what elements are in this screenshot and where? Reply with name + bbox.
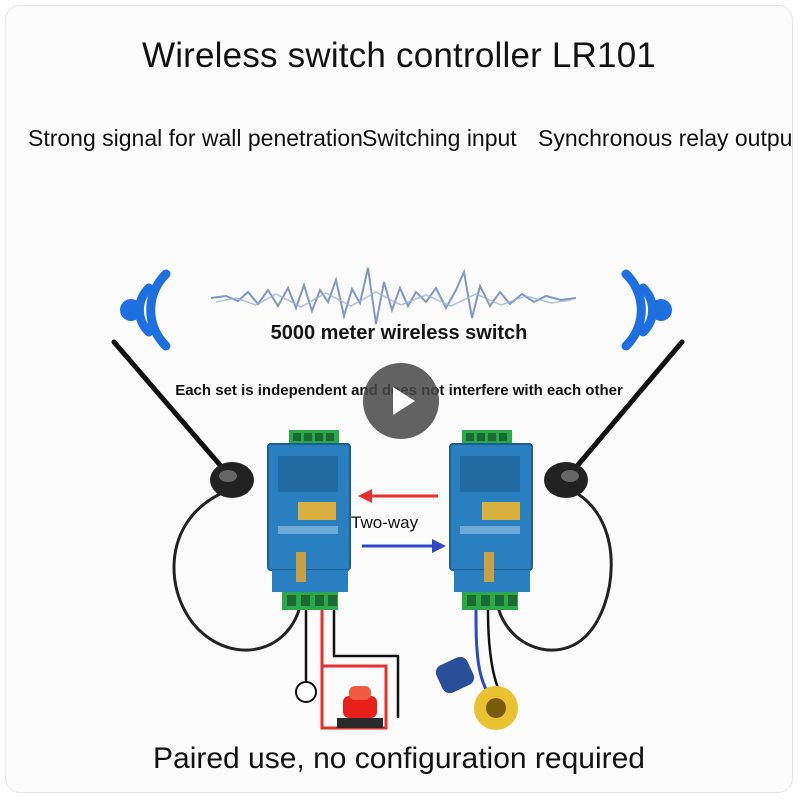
arrow-left-to-right	[362, 539, 446, 553]
controller-device-left	[267, 430, 351, 610]
arrow-right-to-left	[358, 489, 438, 503]
lamp-circuit	[295, 610, 400, 730]
waveform-graphic	[210, 267, 577, 325]
product-card: Wireless switch controller LR101 Strong …	[6, 6, 792, 792]
signal-left-icon	[120, 269, 171, 351]
signal-right-icon	[621, 269, 672, 351]
play-button[interactable]	[363, 363, 439, 439]
play-icon	[393, 387, 415, 415]
direction-label: Two-way	[351, 513, 419, 532]
page-title: Wireless switch controller LR101	[141, 36, 657, 75]
product-illustration	[111, 267, 685, 730]
antenna-left	[111, 339, 304, 652]
feature-relay: Synchronous relay output	[538, 125, 792, 151]
range-text: 5000 meter wireless switch	[270, 322, 528, 344]
feature-input: Switching input	[362, 125, 517, 151]
antenna-right	[494, 339, 685, 652]
feature-signal: Strong signal for wall penetration	[28, 125, 363, 151]
controller-device-right	[449, 430, 533, 610]
float-switch	[435, 609, 518, 730]
bottom-caption: Paired use, no configuration required	[153, 742, 645, 775]
